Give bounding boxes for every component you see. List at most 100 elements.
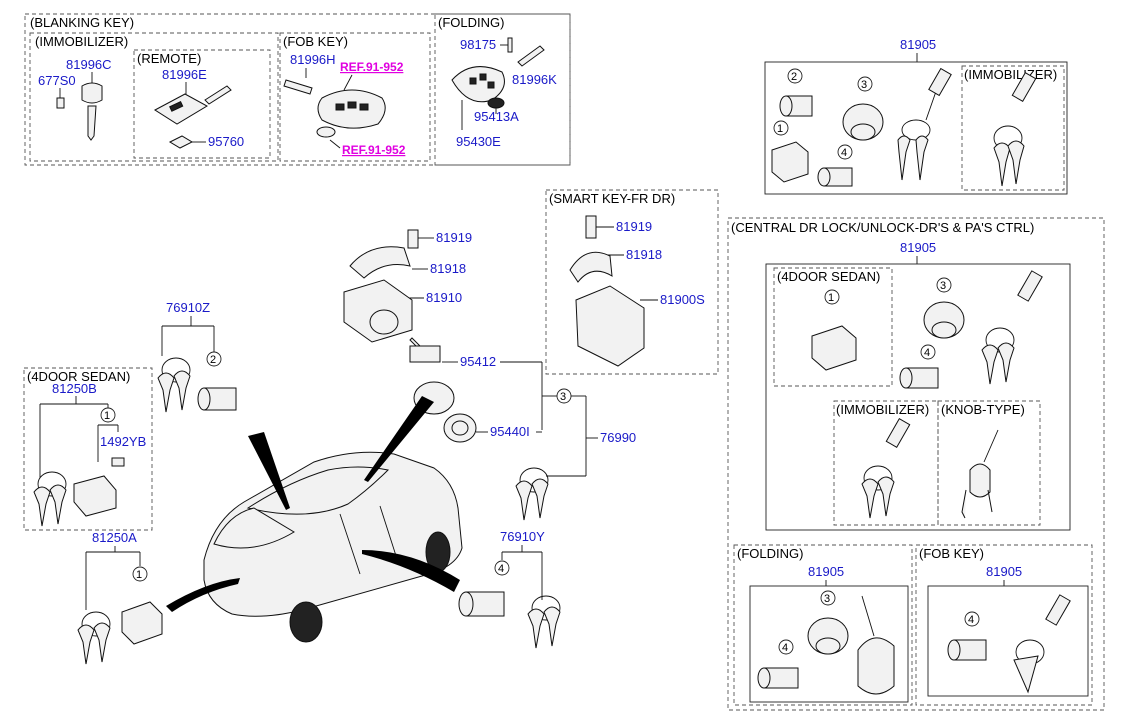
part-81900S[interactable]: 81900S bbox=[660, 292, 705, 307]
screw-icon bbox=[407, 229, 419, 249]
section-folding-bottom: (FOLDING) bbox=[737, 546, 803, 561]
part-81996K[interactable]: 81996K bbox=[512, 72, 557, 87]
section-remote: (REMOTE) bbox=[137, 51, 201, 66]
part-81250B[interactable]: 81250B bbox=[52, 381, 97, 396]
central-lock-box bbox=[727, 217, 1105, 711]
section-four-door-left: (4DOOR SEDAN) bbox=[27, 369, 130, 384]
immobilizer-mid-box bbox=[833, 400, 939, 526]
part-76990[interactable]: 76990 bbox=[600, 430, 636, 445]
part-95430E[interactable]: 95430E bbox=[456, 134, 501, 149]
part-81918-b[interactable]: 81918 bbox=[626, 247, 662, 262]
remote-box bbox=[133, 49, 271, 159]
set-81905-top-box bbox=[764, 61, 1068, 195]
screw-icon-b bbox=[585, 215, 597, 239]
callout-3d: 3 bbox=[824, 593, 830, 605]
part-95760[interactable]: 95760 bbox=[208, 134, 244, 149]
four-door-right-box bbox=[773, 267, 893, 387]
tailgate-lock-icon bbox=[121, 601, 163, 645]
ref-link-2[interactable]: REF.91-952 bbox=[342, 143, 406, 157]
set-81905-fold-box bbox=[749, 585, 909, 703]
immobilizer-top-right-box bbox=[961, 65, 1065, 191]
key-tag-icon bbox=[928, 67, 952, 97]
set-81905-fob-box bbox=[927, 585, 1089, 697]
fob-body-icon bbox=[317, 89, 386, 129]
section-immobilizer-top-right: (IMMOBILIZER) bbox=[964, 67, 1057, 82]
ref-link-1[interactable]: REF.91-952 bbox=[340, 60, 404, 74]
pointer-wedge-2 bbox=[364, 396, 434, 482]
callout-1b: 1 bbox=[104, 410, 110, 422]
pointer-wedge-4 bbox=[362, 550, 460, 592]
part-81918-a[interactable]: 81918 bbox=[430, 261, 466, 276]
door-lock-icon-c bbox=[811, 325, 857, 371]
callout-2b: 2 bbox=[210, 354, 216, 366]
callout-4c: 4 bbox=[924, 347, 930, 359]
part-95413A[interactable]: 95413A bbox=[474, 109, 519, 124]
fob-blade-icon-b bbox=[1013, 655, 1039, 694]
part-1492YB[interactable]: 1492YB bbox=[100, 434, 146, 449]
callout-4d: 4 bbox=[782, 642, 788, 654]
four-door-left-box bbox=[23, 367, 153, 531]
shroud-icon bbox=[349, 246, 411, 279]
callout-3c: 3 bbox=[940, 280, 946, 292]
part-76910Z[interactable]: 76910Z bbox=[166, 300, 210, 315]
section-four-door-right: (4DOOR SEDAN) bbox=[777, 269, 880, 284]
part-81996E[interactable]: 81996E bbox=[162, 67, 207, 82]
part-81996C[interactable]: 81996C bbox=[66, 57, 112, 72]
blanking-key-box bbox=[24, 13, 571, 166]
part-76910Y[interactable]: 76910Y bbox=[500, 529, 545, 544]
section-fob-key-bottom: (FOB KEY) bbox=[919, 546, 984, 561]
part-81905-fold[interactable]: 81905 bbox=[808, 564, 844, 579]
part-98175[interactable]: 98175 bbox=[460, 37, 496, 52]
part-81996H[interactable]: 81996H bbox=[290, 52, 336, 67]
immobilizer-coil-icon bbox=[409, 345, 441, 363]
section-blanking-key: (BLANKING KEY) bbox=[30, 15, 134, 30]
part-81905-top[interactable]: 81905 bbox=[900, 37, 936, 52]
callout-1c: 1 bbox=[136, 569, 142, 581]
lock-body-icon bbox=[575, 285, 645, 367]
key-blade-icon bbox=[87, 105, 97, 141]
smart-key-box bbox=[545, 189, 719, 375]
folding-box bbox=[434, 13, 571, 166]
folding-fob-icon-b bbox=[857, 637, 895, 695]
fob-key-bottom-box bbox=[915, 544, 1093, 706]
battery-cover-icon bbox=[168, 135, 194, 149]
section-immobilizer-mid: (IMMOBILIZER) bbox=[836, 402, 929, 417]
car-illustration bbox=[203, 451, 463, 643]
pin-icon bbox=[507, 37, 513, 53]
immobilizer-box bbox=[29, 32, 279, 162]
key-set-icon bbox=[515, 480, 533, 521]
door-lock-icon-b bbox=[73, 475, 117, 517]
callout-2: 2 bbox=[791, 71, 797, 83]
knob-key-icon bbox=[969, 463, 991, 498]
fob-key-box bbox=[279, 32, 431, 162]
section-folding: (FOLDING) bbox=[438, 15, 504, 30]
part-95412[interactable]: 95412 bbox=[460, 354, 496, 369]
section-smart-key: (SMART KEY-FR DR) bbox=[549, 191, 675, 206]
part-95440I[interactable]: 95440I bbox=[490, 424, 530, 439]
part-677S0[interactable]: 677S0 bbox=[38, 73, 76, 88]
part-81919-a[interactable]: 81919 bbox=[436, 230, 472, 245]
callout-3b: 3 bbox=[560, 391, 566, 403]
callout-4e: 4 bbox=[968, 614, 974, 626]
folding-blade-icon bbox=[517, 45, 545, 67]
callout-4: 4 bbox=[841, 147, 847, 159]
pointer-wedge-1 bbox=[248, 432, 290, 510]
section-central-lock: (CENTRAL DR LOCK/UNLOCK-DR'S & PA'S CTRL… bbox=[731, 220, 1034, 235]
shroud-icon-b bbox=[569, 251, 613, 283]
remote-body-icon bbox=[154, 93, 209, 125]
part-81910[interactable]: 81910 bbox=[426, 290, 462, 305]
part-81905-mid[interactable]: 81905 bbox=[900, 240, 936, 255]
part-81905-fob[interactable]: 81905 bbox=[986, 564, 1022, 579]
callout-4b: 4 bbox=[498, 563, 504, 575]
part-81250A[interactable]: 81250A bbox=[92, 530, 137, 545]
fob-blade-icon bbox=[283, 79, 313, 95]
key-icon bbox=[897, 135, 911, 181]
section-immobilizer: (IMMOBILIZER) bbox=[35, 34, 128, 49]
folding-battery-icon bbox=[487, 97, 505, 109]
remote-blade-icon bbox=[204, 85, 232, 105]
set-81905-mid-box bbox=[765, 263, 1071, 531]
part-81919-b[interactable]: 81919 bbox=[616, 219, 652, 234]
coin-battery-icon bbox=[316, 126, 336, 138]
